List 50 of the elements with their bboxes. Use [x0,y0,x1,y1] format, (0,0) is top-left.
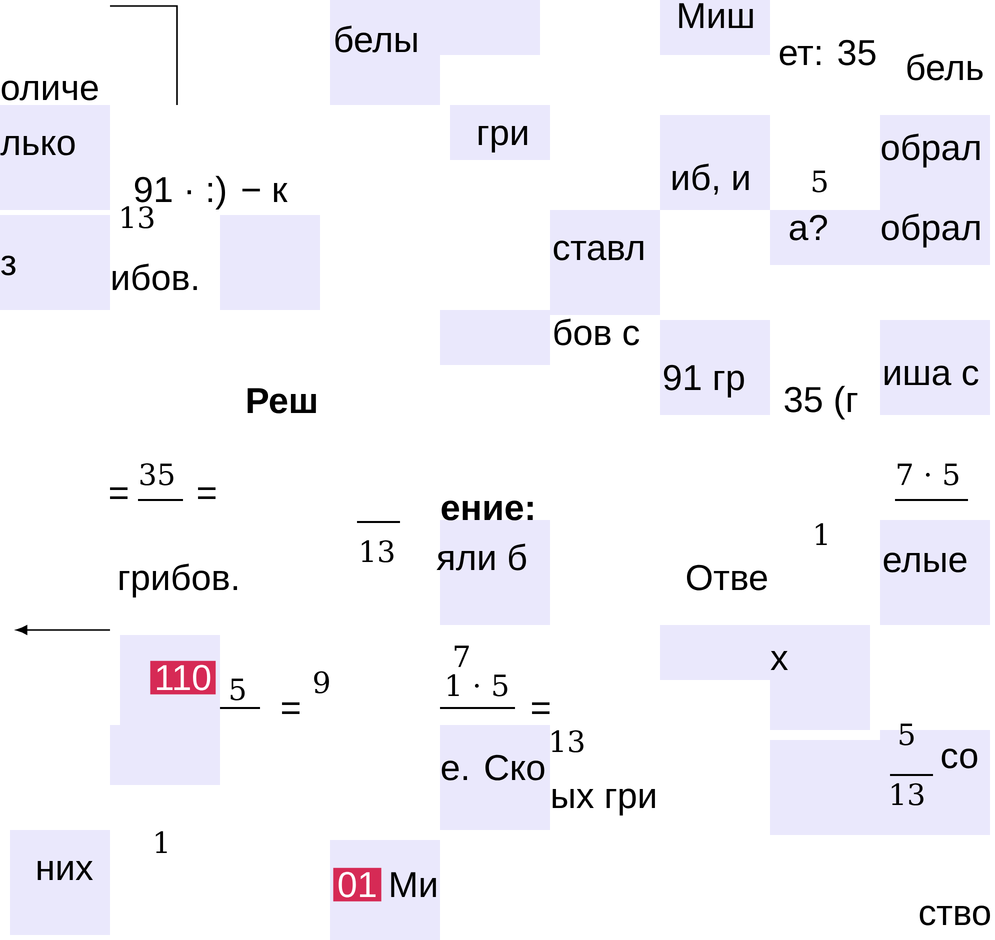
text-fragment: ибов. [112,264,197,290]
math-fragment: 35 [140,463,174,486]
text-fragment: = [198,487,216,499]
text-fragment: ставл [554,240,644,260]
math-fragment: 13 [552,730,584,752]
text-fragment: них [38,860,93,880]
text-fragment: = [110,487,128,499]
math-fragment: 7 · 5 [898,464,958,486]
text-fragment: ет: 35 [780,40,876,66]
math-fragment: 5 [812,170,827,192]
math-fragment: 13 [362,540,394,562]
text-fragment: лько [0,136,75,156]
math-fragment: 5 [900,724,914,746]
text-fragment: гри [478,126,528,152]
text-fragment: Миш [679,3,753,28]
text-fragment: ение: [442,500,533,520]
math-fragment: 7 [454,646,469,667]
text-fragment: белы [335,26,417,52]
math-fragment: 5 [230,678,245,700]
math-fragment: 1 [816,523,827,545]
text-fragment: грибов. [120,564,238,598]
math-fragment: 1 · 5 [448,674,508,696]
text-fragment: со [942,748,978,768]
text-fragment: ых гри [552,788,655,816]
text-fragment: яли б [436,544,526,570]
text-fragment: елые [884,552,966,572]
math-fragment: 1 [156,831,167,853]
text-fragment: Ми [391,872,436,897]
text-fragment: Реш [248,388,316,414]
text-fragment: обрал [882,134,980,168]
text-fragment: а? [790,214,827,240]
number-badge: 110 [150,660,216,694]
text-fragment: 91 гр [664,364,744,398]
text-fragment: 35 (г [784,386,858,420]
number-badge: 01 [333,868,382,902]
text-fragment: х [770,650,788,670]
math-fragment: 9 [314,671,329,694]
text-fragment: бов с [554,318,640,346]
text-fragment: = [532,702,550,714]
text-fragment: иб, и [672,164,749,195]
text-fragment: е. Ско [442,754,544,780]
text-fragment: обрал [882,214,980,248]
text-fragment: бель [907,54,983,80]
math-fragment: 13 [892,783,924,806]
text-fragment: иша с [884,366,978,386]
text-fragment: з [1,256,16,276]
text-fragment: Отве [687,564,767,590]
text-fragment: ство [920,906,990,926]
text-fragment: оличе [2,80,98,100]
text-fragment: = [282,702,300,714]
